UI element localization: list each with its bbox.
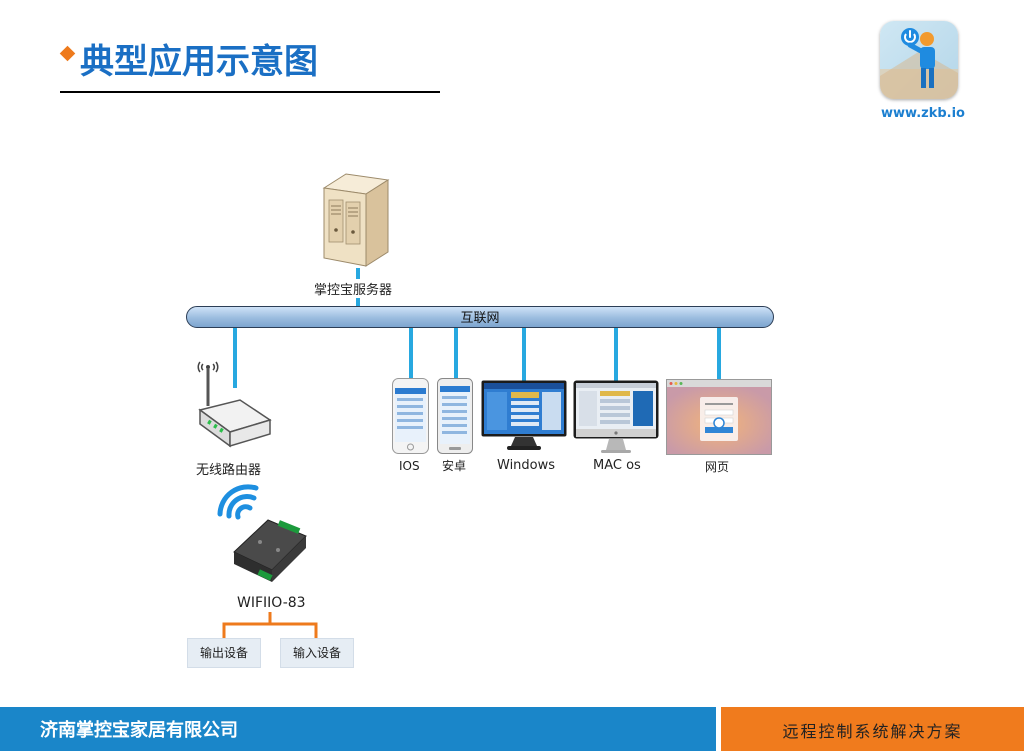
title-underline: [60, 91, 440, 93]
windows-label: Windows: [497, 458, 556, 473]
io-wiring: [222, 612, 318, 640]
mac-monitor-icon: [573, 380, 659, 454]
android-label: 安卓: [442, 459, 467, 473]
brand-logo: [880, 21, 958, 99]
input-device-box: 输入设备: [280, 638, 354, 668]
wifi-icon: [216, 484, 270, 520]
title-bullet-icon: [59, 45, 76, 62]
windows-monitor-icon: [481, 380, 567, 452]
footer-slogan: 远程控制系统解决方案: [782, 722, 963, 741]
footer-slogan-bar: [721, 707, 1024, 751]
logo-url: www.zkb.io: [881, 106, 965, 121]
server-icon: [318, 170, 392, 268]
windows-link: [522, 328, 526, 382]
ios-label: IOS: [399, 459, 420, 473]
android-link: [454, 328, 458, 380]
internet-bus: [186, 306, 774, 328]
webpage-label: 网页: [705, 460, 730, 474]
mac-label: MAC os: [593, 458, 641, 473]
wifiio-module-icon: [228, 512, 312, 586]
android-phone-icon: [437, 378, 473, 454]
webpage-screen-icon: [666, 379, 772, 455]
wifiio-label: WIFIIO-83: [237, 595, 306, 611]
mac-link: [614, 328, 618, 382]
output-device-box: 输出设备: [187, 638, 261, 668]
ios-link: [409, 328, 413, 380]
footer-company-bar: [0, 707, 716, 751]
ios-phone-icon: [392, 378, 429, 454]
page-title: 典型应用示意图: [80, 42, 318, 82]
internet-label: 互联网: [460, 311, 500, 326]
router-link: [233, 328, 237, 388]
web-link: [717, 328, 721, 382]
router-icon: [190, 358, 274, 456]
footer-company-name: 济南掌控宝家居有限公司: [40, 720, 238, 741]
router-label: 无线路由器: [196, 463, 262, 478]
server-label: 掌控宝服务器: [314, 279, 393, 298]
